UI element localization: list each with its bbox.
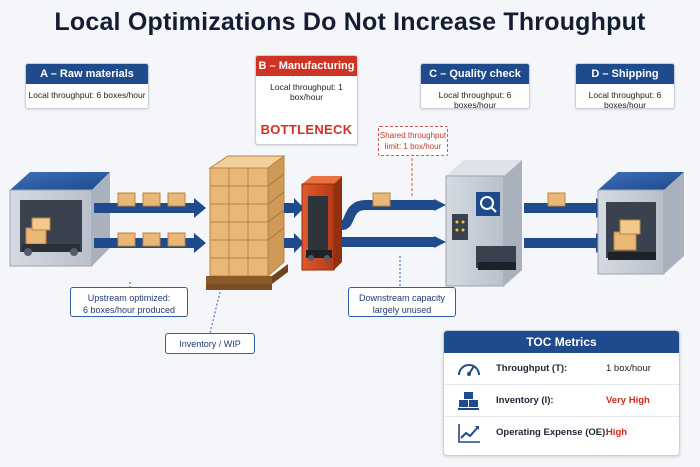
stage-a-throughput: Local throughput: 6 boxes/hour — [28, 90, 146, 100]
downstream-callout: Downstream capacity largely unused — [348, 287, 456, 317]
shared-limit-line-1: Shared throughput — [379, 131, 447, 140]
stage-d-card: D – Shipping Local throughput: 6 boxes/h… — [575, 63, 675, 110]
shared-limit-line-2: limit: 1 box/hour — [384, 142, 442, 151]
stage-d-throughput: Local throughput: 6 boxes/hour — [588, 90, 662, 110]
machine-c-quality-icon — [445, 160, 522, 287]
toc-metrics-panel: TOC Metrics Throughput (T): 1 box/hour I… — [443, 330, 680, 456]
stage-a-title: A – Raw materials — [26, 64, 148, 84]
stage-a-card: A – Raw materials Local throughput: 6 bo… — [25, 63, 149, 109]
stage-c-card: C – Quality check Local throughput: 6 bo… — [420, 63, 530, 110]
boxes-icon — [458, 392, 479, 410]
page-title: Local Optimizations Do Not Increase Thro… — [54, 8, 646, 36]
metric-label-throughput: Throughput (T): — [496, 363, 568, 374]
metric-value-operating-expense: High — [606, 427, 628, 438]
stage-c-throughput: Local throughput: 6 boxes/hour — [438, 90, 512, 110]
upstream-line-2: 6 boxes/hour produced — [82, 305, 176, 315]
downstream-line-1: Downstream capacity — [358, 293, 446, 303]
downstream-line-2: largely unused — [372, 305, 432, 315]
metric-value-throughput: 1 box/hour — [606, 363, 651, 374]
flow-arrows-c-to-d — [524, 192, 608, 253]
stage-c-title: C – Quality check — [421, 64, 529, 84]
flow-arrows-to-b — [284, 198, 304, 253]
line-chart-icon — [458, 424, 480, 443]
stage-d-title: D – Shipping — [576, 64, 674, 84]
metric-row-operating-expense: Operating Expense (OE): High — [444, 417, 679, 449]
moving-boxes-lower — [117, 232, 186, 247]
flow-arrow-b-to-c — [340, 192, 446, 248]
bottleneck-label: BOTTLENECK — [260, 122, 353, 137]
shared-limit-callout: Shared throughput limit: 1 box/hour — [378, 126, 448, 156]
inventory-label: Inventory / WIP — [179, 339, 241, 349]
metrics-title: TOC Metrics — [444, 331, 679, 353]
machine-a-icon — [9, 172, 110, 267]
stage-b-throughput: Local throughput: 1 box/hour — [270, 82, 343, 102]
moving-boxes-upper — [117, 192, 186, 207]
stage-b-card: B – Manufacturing Local throughput: 1 bo… — [255, 55, 358, 145]
machine-b-bottleneck-icon — [301, 176, 342, 271]
upstream-line-1: Upstream optimized: — [87, 293, 171, 303]
inventory-pallet-icon — [206, 155, 288, 290]
speedometer-icon — [458, 364, 480, 376]
metric-row-inventory: Inventory (I): Very High — [444, 385, 679, 417]
stage-b-title: B – Manufacturing — [256, 56, 357, 76]
metric-label-inventory: Inventory (I): — [496, 395, 554, 406]
metric-label-operating-expense: Operating Expense (OE): — [496, 427, 609, 438]
inventory-callout: Inventory / WIP — [165, 333, 255, 354]
machine-d-shipping-icon — [597, 172, 684, 275]
metric-row-throughput: Throughput (T): 1 box/hour — [444, 353, 679, 385]
metric-value-inventory: Very High — [606, 395, 650, 406]
upstream-callout: Upstream optimized: 6 boxes/hour produce… — [70, 287, 188, 317]
